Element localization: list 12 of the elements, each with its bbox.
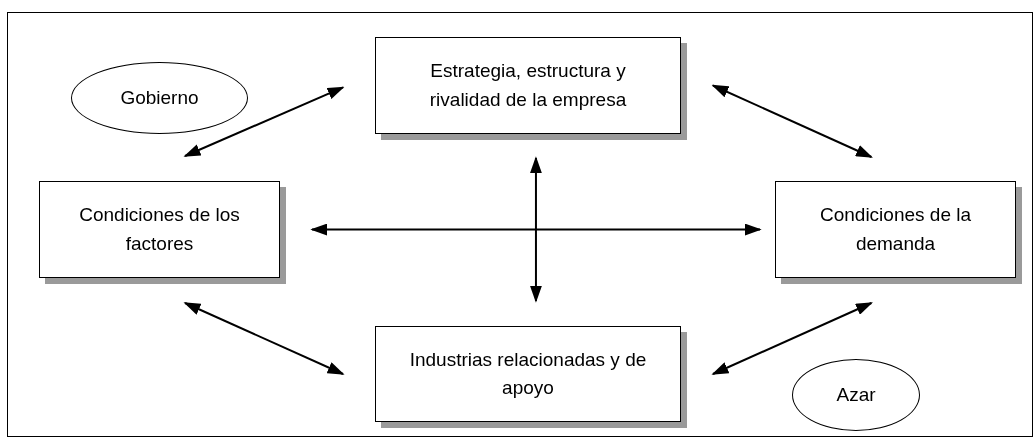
- double-arrow: [529, 156, 542, 303]
- node-label: Industrias relacionadas y de apoyo: [408, 347, 648, 400]
- node-label: Condiciones de la demanda: [818, 203, 972, 256]
- node-label: Azar: [836, 382, 876, 407]
- double-arrow: [183, 86, 345, 158]
- double-arrow: [711, 84, 873, 159]
- double-arrow: [183, 301, 345, 376]
- double-arrow: [711, 301, 873, 376]
- node-label: Condiciones de los factores: [78, 203, 241, 256]
- double-arrow: [310, 223, 762, 236]
- node-label: Gobierno: [120, 85, 199, 110]
- node-label: Estrategia, estructura y rivalidad de la empresa: [428, 59, 628, 112]
